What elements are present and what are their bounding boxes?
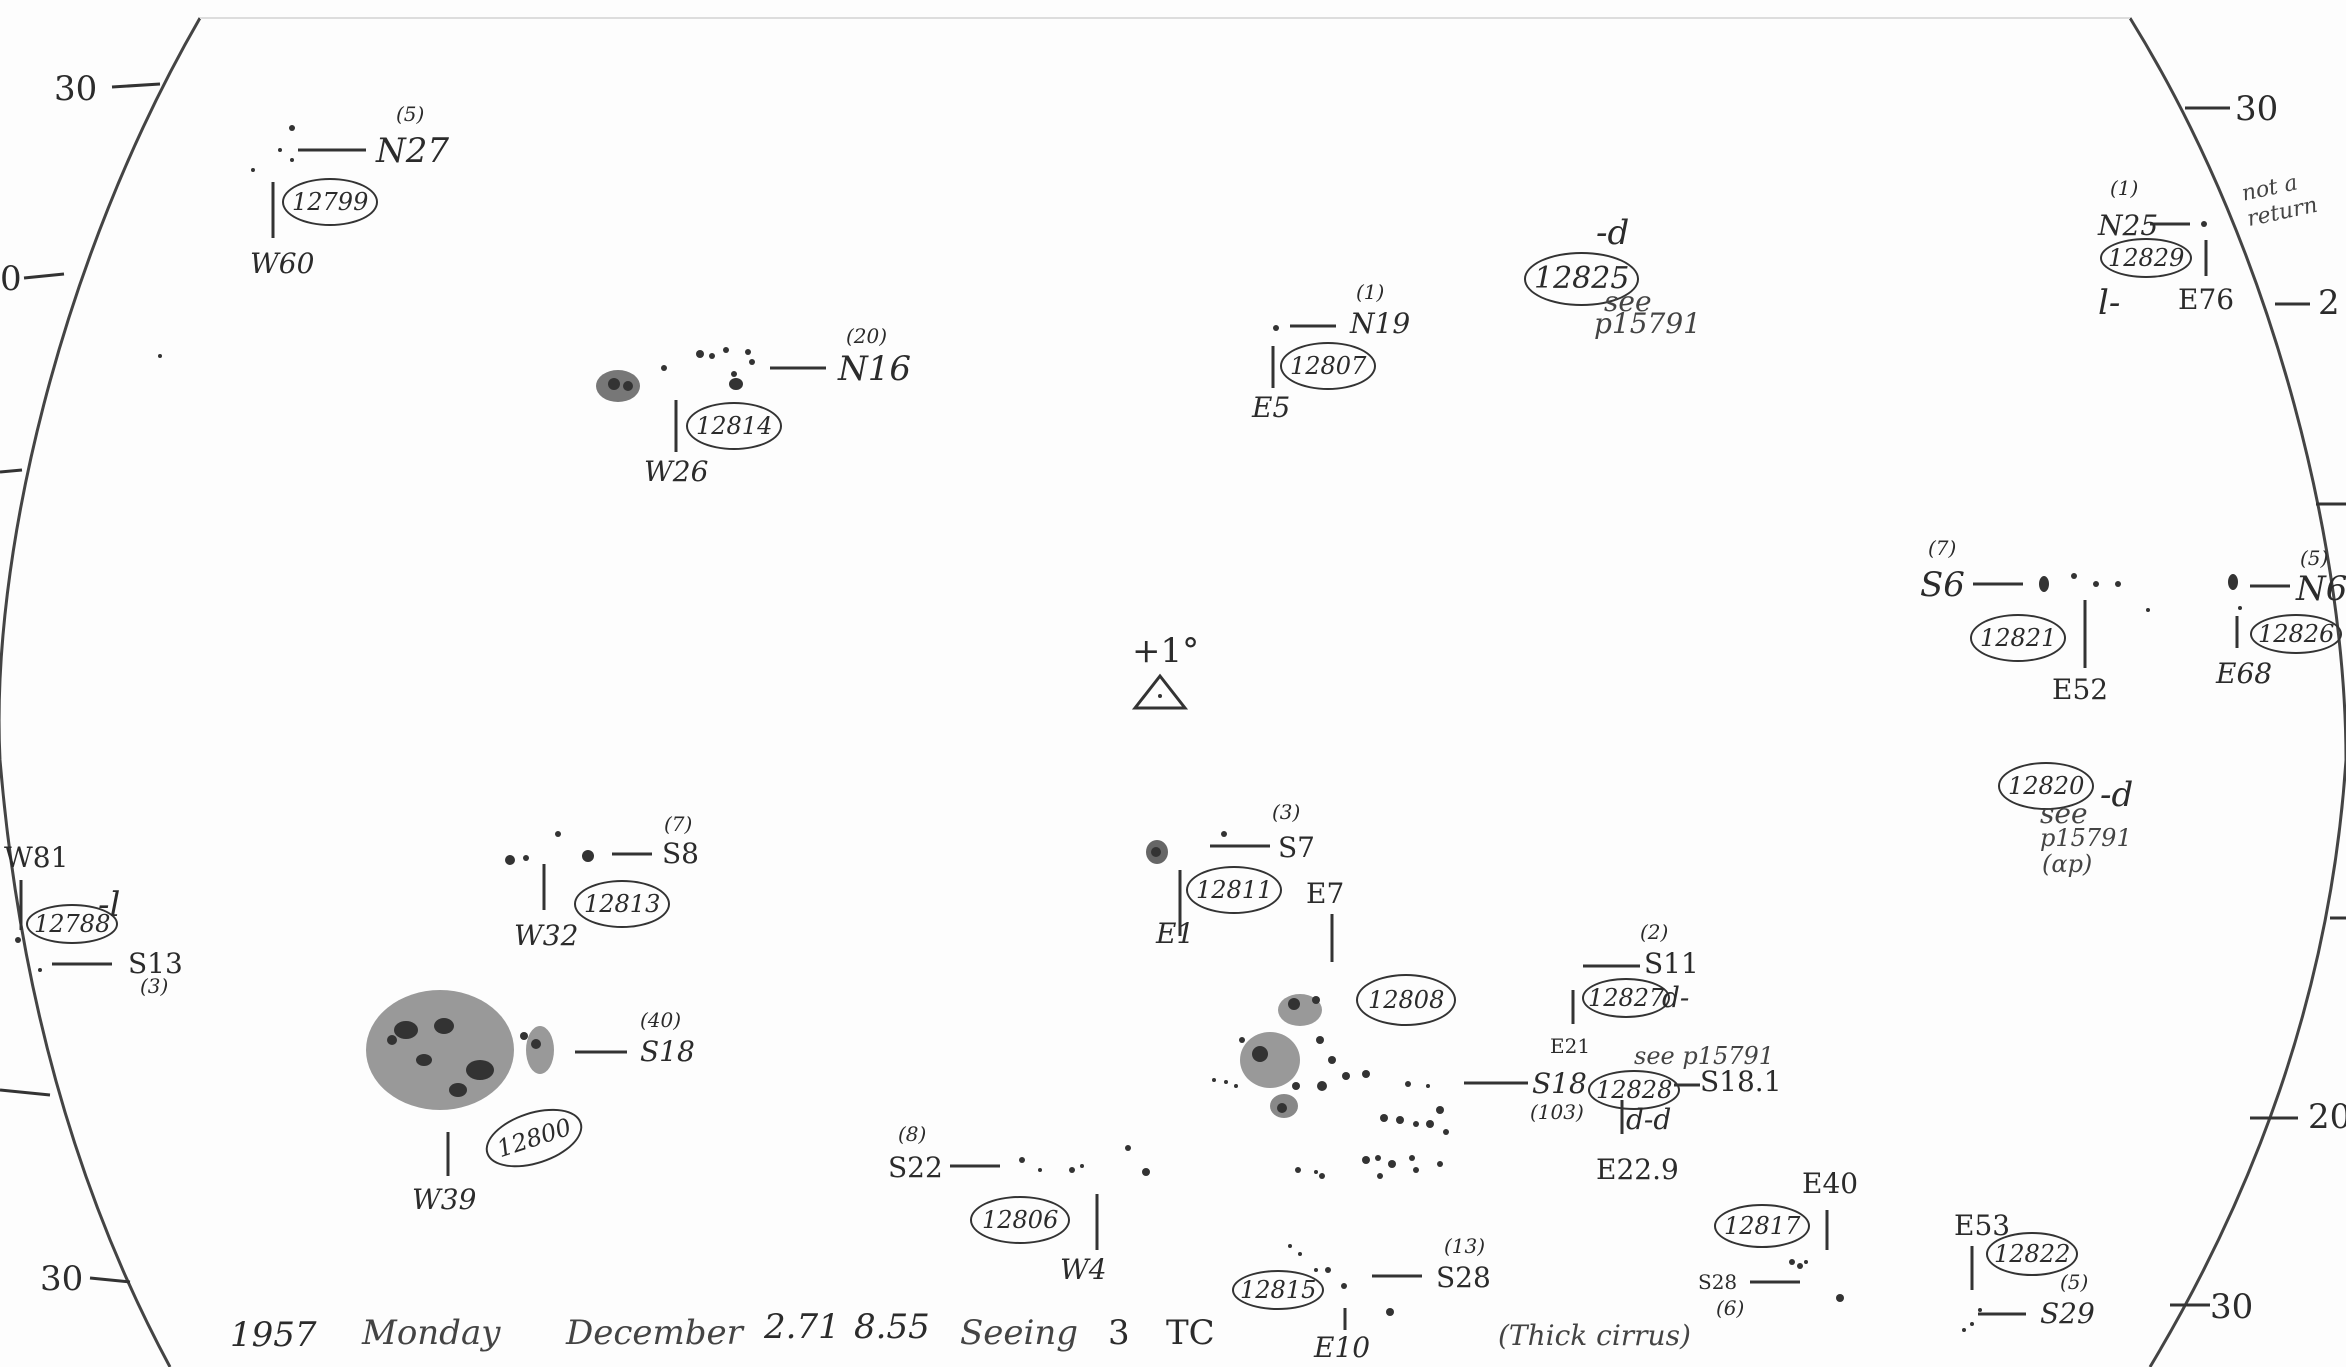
group-number-label: 12822	[1986, 1232, 2079, 1276]
group-count: (40)	[640, 1008, 682, 1032]
footer-year: 1957	[230, 1315, 317, 1355]
group-class: -d	[2100, 775, 2134, 815]
group-latitude: S18	[640, 1035, 695, 1068]
footer-observer: TC	[1166, 1313, 1215, 1353]
group-latitude: S7	[1278, 831, 1315, 864]
group-latitude: S13	[128, 947, 183, 980]
footer-seeing-value: 3	[1108, 1313, 1130, 1353]
group-note: p15791	[2040, 824, 2132, 852]
scale-label-right-mid: 2	[2318, 283, 2340, 323]
group-count: (20)	[846, 324, 888, 348]
group-note: see	[1604, 285, 1652, 318]
group-latitude: S11	[1644, 947, 1699, 980]
group-longitude: E40	[1802, 1167, 1859, 1200]
group-count: (6)	[1716, 1296, 1745, 1320]
footer-seeing-label: Seeing	[960, 1313, 1079, 1353]
group-longitude: W60	[250, 247, 315, 280]
group-count: (5)	[2300, 546, 2329, 570]
footer-note: (Thick cirrus)	[1498, 1319, 1691, 1352]
group-class: -l	[98, 885, 121, 925]
group-class: d-	[1662, 981, 1690, 1014]
group-count: (1)	[1356, 280, 1385, 304]
group-number-label: 12788	[26, 904, 119, 944]
group-longitude: E21	[1550, 1034, 1591, 1058]
group-class: l-	[2098, 283, 2121, 323]
group-latitude: S18.1	[1700, 1065, 1782, 1098]
group-longitude: E7	[1306, 877, 1345, 910]
group-number-label: 12817	[1714, 1204, 1811, 1248]
group-number-label: 12826	[2250, 614, 2343, 654]
group-count: (3)	[1272, 800, 1301, 824]
group-latitude: S6	[1920, 565, 1965, 605]
group-number-label: 12813	[574, 880, 671, 928]
group-latitude: S28	[1436, 1261, 1491, 1294]
group-latitude: S28	[1698, 1270, 1738, 1294]
group-latitude: S18	[1532, 1067, 1587, 1100]
group-note: see	[2040, 797, 2088, 830]
group-count: (1)	[2110, 176, 2139, 200]
group-longitude: W39	[412, 1183, 477, 1216]
footer-month: December	[566, 1313, 743, 1353]
group-longitude: W26	[644, 455, 709, 488]
footer-time: 8.55	[854, 1307, 930, 1347]
group-longitude: E5	[1252, 391, 1291, 424]
group-note: p15791	[1594, 307, 1701, 340]
footer-day: 2.71	[764, 1307, 840, 1347]
group-number-label: 12815	[1232, 1270, 1325, 1310]
group-count: (5)	[396, 102, 425, 126]
group-longitude: E10	[1314, 1331, 1371, 1364]
group-latitude: N27	[376, 131, 450, 171]
group-latitude: N6	[2296, 569, 2346, 609]
group-latitude: N25	[2098, 209, 2159, 242]
group-longitude: E76	[2178, 283, 2235, 316]
group-number-label: 12807	[1280, 342, 1377, 390]
scale-label-bottom-right: 30	[2210, 1287, 2254, 1327]
group-latitude: N19	[1350, 307, 1411, 340]
group-count: (8)	[898, 1122, 927, 1146]
scale-label-top-right: 30	[2235, 89, 2279, 129]
group-count: (103)	[1530, 1100, 1584, 1124]
group-count: (5)	[2060, 1270, 2089, 1294]
group-count: (13)	[1444, 1234, 1486, 1258]
group-number-label: 12811	[1186, 866, 1283, 914]
group-longitude: E22.9	[1596, 1153, 1679, 1186]
group-longitude: E53	[1954, 1209, 2011, 1242]
group-longitude: E1	[1156, 917, 1195, 950]
group-number-label: 12827	[1582, 978, 1671, 1018]
group-note: see p15791	[1634, 1042, 1775, 1070]
group-number-label: 12825	[1524, 252, 1640, 306]
scale-label-right-low: 20	[2308, 1097, 2346, 1137]
group-number-label: 12806	[970, 1196, 1071, 1244]
group-class: d-d	[1626, 1103, 1672, 1136]
group-count: (2)	[1640, 920, 1669, 944]
scale-label-bottom-left: 30	[40, 1259, 84, 1299]
group-longitude: E68	[2216, 657, 2273, 690]
scale-label-top-left: 30	[54, 69, 98, 109]
group-count: (3)	[140, 974, 169, 998]
group-count: (7)	[664, 812, 693, 836]
group-latitude: S8	[662, 837, 699, 870]
group-class: -d	[1596, 213, 1630, 253]
group-count: (7)	[1928, 536, 1957, 560]
group-note: (αp)	[2042, 850, 2093, 878]
group-longitude: W4	[1060, 1253, 1107, 1286]
group-number-label: 12820	[1998, 762, 2095, 810]
group-longitude: W32	[514, 919, 579, 952]
group-longitude: W81	[4, 841, 69, 874]
group-latitude: S22	[888, 1151, 943, 1184]
scale-label-left-mid: 0	[0, 259, 22, 299]
footer-weekday: Monday	[362, 1313, 501, 1353]
group-latitude: N16	[838, 349, 912, 389]
group-number-label: 12808	[1356, 974, 1457, 1026]
group-longitude: E52	[2052, 673, 2109, 706]
group-number-label: 12821	[1970, 614, 2067, 662]
group-number-label: 12828	[1588, 1070, 1681, 1110]
group-latitude: S29	[2040, 1297, 2095, 1330]
group-number-label: 12814	[686, 402, 783, 450]
group-number-label: 12829	[2100, 238, 2193, 278]
center-label: +1°	[1132, 631, 1200, 671]
group-number-label: 12799	[282, 178, 379, 226]
